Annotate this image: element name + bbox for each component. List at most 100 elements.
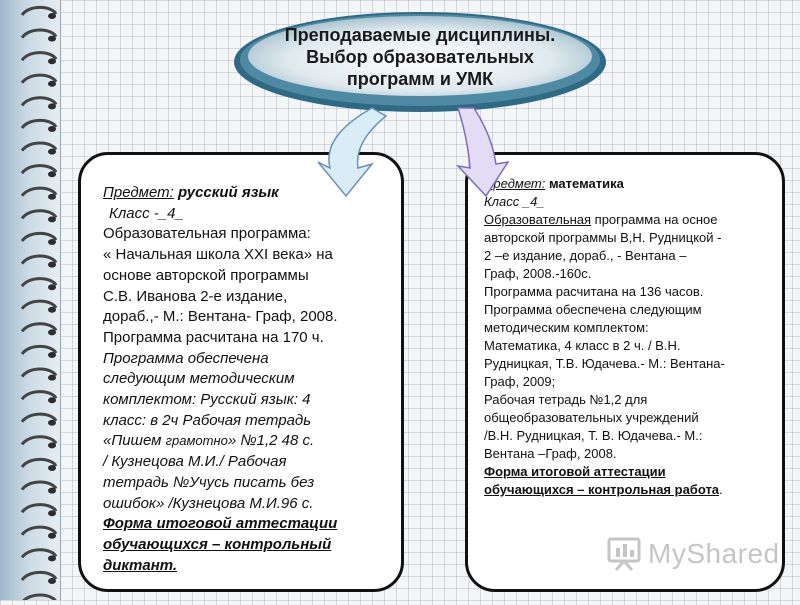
program-word: Образовательная xyxy=(484,212,592,227)
binding-hole xyxy=(48,442,56,449)
text-line-10: Граф, 2009; xyxy=(484,374,556,389)
title-ellipse xyxy=(234,12,606,112)
watermark: MyShared xyxy=(606,536,780,572)
binding-hole xyxy=(48,261,56,268)
spiral-ring xyxy=(20,367,58,378)
text-line-2: авторской программы В,Н. Рудницкой - xyxy=(484,230,722,245)
spiral-ring xyxy=(20,118,58,130)
text-line-13: /В.Н. Рудницкая, Т. В. Юдачева.- М.: xyxy=(484,428,703,443)
final-dot: . xyxy=(719,482,723,497)
binding-hole xyxy=(48,555,56,562)
binding-hole xyxy=(48,374,56,381)
binding-hole xyxy=(48,103,56,110)
spiral-ring xyxy=(20,209,58,220)
spiral-ring xyxy=(20,344,58,356)
binding-hole xyxy=(48,419,56,426)
binding-hole xyxy=(48,306,56,313)
spiral-ring xyxy=(20,5,58,17)
spiral-ring xyxy=(20,96,58,107)
title-line-2: Выбор образовательных xyxy=(306,47,534,67)
page-title: Преподаваемые дисциплины. Выбор образова… xyxy=(250,24,590,90)
final-line-1: Форма итоговой аттестации xyxy=(103,515,338,533)
math-subject-card: Предмет: математика Класс _4_ Образовате… xyxy=(465,152,785,592)
kit-line-5b: грамотно xyxy=(165,433,228,449)
text-line-8: Математика, 4 класс в 2 ч. / В.Н. xyxy=(484,338,681,353)
class-line: Класс _4_ xyxy=(484,194,545,209)
final-line-3: диктант. xyxy=(103,556,178,574)
russian-subject-card: Предмет: русский язык Класс -_4_ Образов… xyxy=(78,152,404,592)
binding-hole xyxy=(48,352,56,358)
subject-value: математика xyxy=(545,176,624,191)
binding-hole xyxy=(48,216,56,223)
binding-hole xyxy=(48,58,56,65)
spiral-ring xyxy=(20,412,58,423)
spiral-ring xyxy=(20,28,58,39)
binding-hole xyxy=(48,80,56,87)
binding-hole xyxy=(48,329,56,336)
binding-hole xyxy=(48,239,56,245)
spiral-ring xyxy=(20,231,58,243)
spiral-ring xyxy=(20,51,58,62)
program-line-3: С.В. Иванова 2-е издание, xyxy=(103,287,288,305)
spiral-ring xyxy=(20,73,58,84)
binding-hole xyxy=(48,13,56,19)
spiral-ring xyxy=(20,503,58,514)
spiral-ring xyxy=(20,435,58,446)
binding-hole xyxy=(48,465,56,471)
subject-value: русский язык xyxy=(173,184,279,201)
kit-line-8: ошибок» /Кузнецова М.И.96 с. xyxy=(103,494,314,512)
spiral-ring xyxy=(20,186,58,197)
program-line-2: основе авторской программы xyxy=(103,266,309,284)
kit-line-7: тетрадь №Учусь писать без xyxy=(103,473,315,491)
title-line-1: Преподаваемые дисциплины. xyxy=(284,25,556,45)
binding-hole xyxy=(48,148,56,155)
binding-hole xyxy=(48,397,56,404)
text-line-5: Программа расчитана на 136 часов. xyxy=(484,284,704,299)
subject-label: Предмет: xyxy=(484,176,546,191)
program-label: Образовательная программа: xyxy=(103,225,311,243)
binding-hole xyxy=(48,193,56,200)
spiral-ring xyxy=(20,390,58,401)
final-line-1: Форма итоговой аттестации xyxy=(484,464,666,479)
program-line-4: дораб.,- М.: Вентана- Граф, 2008. xyxy=(103,308,338,326)
text-line-11: Рабочая тетрадь №1,2 для xyxy=(484,392,648,407)
watermark-text: MyShared xyxy=(648,538,780,569)
binding-hole xyxy=(48,510,56,517)
binding-hole xyxy=(48,578,56,584)
spiral-ring xyxy=(20,299,58,310)
subject-label: Предмет: xyxy=(103,184,174,201)
kit-line-2: следующим методическим xyxy=(103,370,295,388)
kit-line-6: / Кузнецова М.И./ Рабочая xyxy=(103,453,287,471)
text-line-14: Вентана –Граф, 2008. xyxy=(484,446,617,461)
final-line-2: обучающихся – контрольная работа xyxy=(484,482,720,497)
binding-hole xyxy=(48,284,56,291)
kit-line-4: класс: в 2ч Рабочая тетрадь xyxy=(103,411,312,429)
kit-line-5c: » №1,2 48 с. xyxy=(227,432,315,450)
text-line-6: Программа обеспечена следующим xyxy=(484,302,702,317)
spiral-binding xyxy=(0,0,61,605)
spiral-ring xyxy=(20,570,58,582)
text-line-7: методическим комплектом: xyxy=(484,320,649,335)
kit-line-5: «Пишем грамотно» №1,2 48 с. xyxy=(103,431,389,452)
spiral-ring xyxy=(20,525,58,536)
spiral-ring xyxy=(20,164,58,175)
spiral-rings-icon xyxy=(20,5,58,605)
binding-hole xyxy=(48,487,56,494)
text-line-12: общеобразовательных учреждений xyxy=(484,410,699,425)
title-line-3: программ и УМК xyxy=(346,69,494,89)
spiral-ring xyxy=(20,322,58,333)
spiral-ring xyxy=(20,141,58,152)
spiral-ring xyxy=(20,277,58,288)
program-rest: программа на осное xyxy=(591,212,718,227)
binding-hole xyxy=(48,532,56,539)
binding-hole xyxy=(48,171,56,178)
spiral-ring xyxy=(20,548,58,559)
spiral-ring xyxy=(20,457,58,469)
presentation-board-icon xyxy=(607,537,641,571)
binding-hole xyxy=(48,35,56,42)
program-line-1: « Начальная школа XXI века» на xyxy=(103,246,333,264)
kit-line-1: Программа обеспечена xyxy=(103,349,269,367)
text-line-9: Рудницкая, Т.В. Юдачева.- М.: Вентана- xyxy=(484,356,725,371)
hours-line: Программа расчитана на 170 ч. xyxy=(103,328,324,346)
final-line-2: обучающихся – контрольный xyxy=(103,535,332,553)
